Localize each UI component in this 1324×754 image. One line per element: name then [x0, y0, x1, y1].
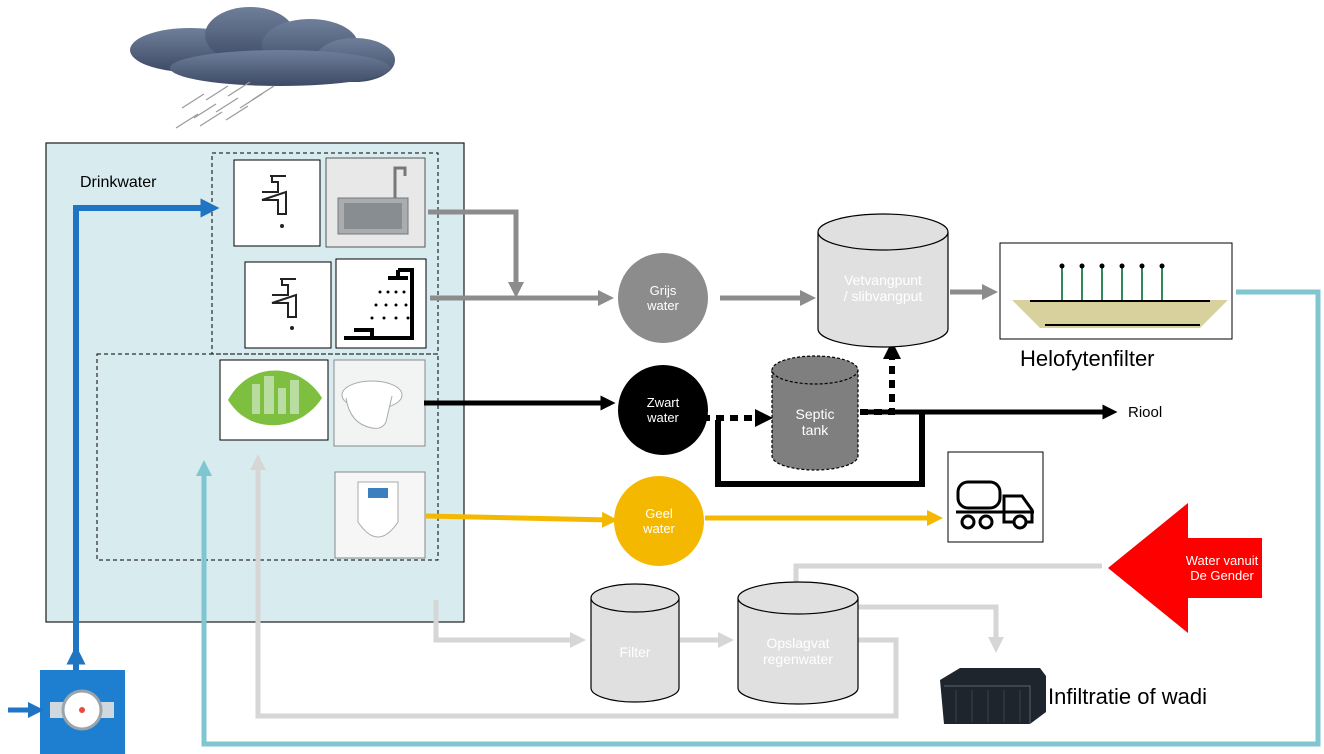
filter-label: Filter: [619, 644, 651, 660]
gender-to-opslag: [787, 563, 1102, 599]
shower-icon: [335, 258, 427, 349]
rain-to-filter: [433, 600, 587, 649]
grijs-water-node: [618, 253, 708, 343]
rain-icon: [175, 81, 275, 129]
vetvangpunt-tank: [817, 213, 949, 348]
cloud-icon: [130, 7, 395, 86]
septic-tank-label: Septic tank: [795, 406, 835, 438]
opslagvat-tank: [737, 581, 859, 705]
water-vanuit-gender-arrow: [1108, 503, 1262, 633]
water-vanuit-label: Water vanuit De Gender: [1185, 553, 1259, 583]
opslag-to-infiltratie: [856, 604, 1005, 654]
geel-water-node: [614, 476, 704, 566]
truck-icon: [947, 451, 1044, 543]
tap-icon: [244, 261, 332, 349]
vetvangpunt-label: Vetvangpunt / slibvangput: [843, 272, 923, 304]
drinkwater-line: [73, 198, 220, 700]
septic-tank: [771, 355, 859, 471]
septic-to-vet: [860, 341, 901, 415]
grey-flow-sink: [428, 209, 525, 299]
teal-return-line: [195, 289, 1321, 747]
zwart-water-label: Zwart water: [646, 395, 680, 425]
sink-icon: [325, 157, 426, 248]
riool-label: Riool: [1128, 404, 1163, 421]
tap-icon: [233, 159, 321, 247]
toilet-icon: [333, 359, 426, 447]
grijs-water-label: Grijs water: [647, 283, 679, 313]
infiltratie-label: Infiltratie of wadi: [1048, 684, 1207, 709]
yellow-flow-urinal: [425, 511, 618, 528]
geel-water-label: Geel water: [643, 506, 675, 536]
black-bypass: [715, 412, 925, 487]
filter-tank: [590, 583, 680, 703]
leaf-city-icon: [219, 359, 329, 441]
infiltration-crate-icon: [940, 668, 1046, 724]
urinal-icon: [334, 471, 426, 559]
water-meter-icon: [8, 670, 125, 754]
zwart-water-node: [618, 365, 708, 455]
opslagvat-label: Opslagvat regenwater: [762, 635, 834, 667]
drinkwater-label: Drinkwater: [80, 174, 157, 191]
helofytenfilter-label: Helofytenfilter: [1020, 346, 1155, 371]
black-water-group: [96, 353, 439, 561]
helophyte-filter-icon: [999, 242, 1233, 340]
